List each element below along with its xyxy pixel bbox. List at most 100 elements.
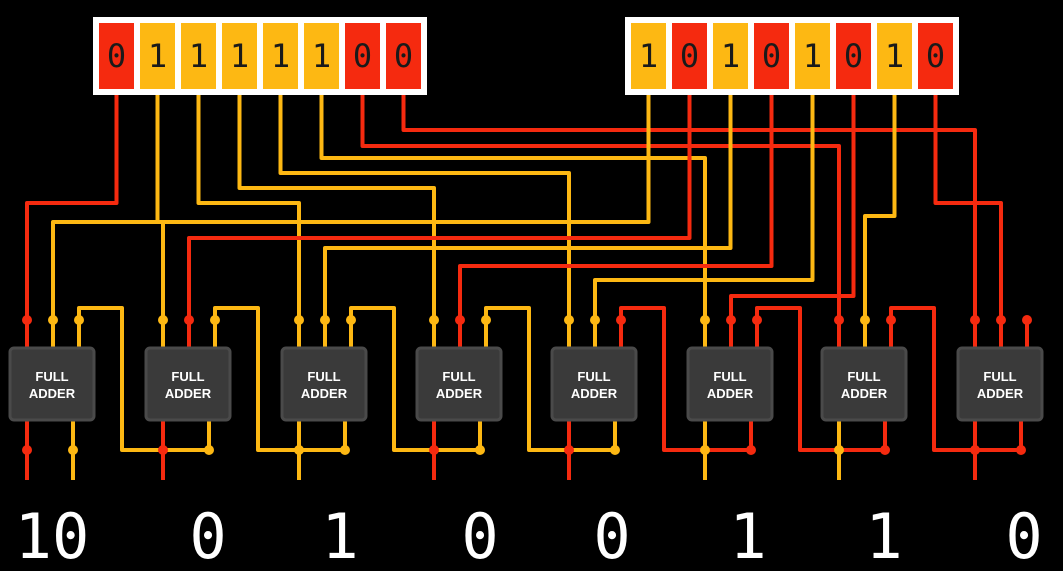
- operand-a-bit-label: 1: [189, 37, 208, 75]
- operand-a-wire: [196, 92, 301, 320]
- sum-output-label: 0: [593, 500, 630, 571]
- full-adder-chain: FULL ADDER FULL ADDER FULL ADDER FULL ADDER FULL…: [8, 346, 1044, 422]
- sum-output-label: 0: [1005, 500, 1042, 571]
- adder-input-dot: [48, 315, 58, 325]
- adder-input-dot: [210, 315, 220, 325]
- adder-input-dot: [74, 315, 84, 325]
- carry-output-dot: [746, 445, 756, 455]
- adder-label-line2: ADDER: [977, 386, 1024, 401]
- operand-a-bit-cell: [140, 23, 175, 89]
- sum-output-label: 1: [729, 500, 766, 571]
- operand-b-bit-cell: [795, 23, 830, 89]
- operand-b-bit-cell: [877, 23, 912, 89]
- full-adder-box: [956, 346, 1044, 422]
- adder-label-line1: FULL: [847, 369, 880, 384]
- wires: [22, 92, 1032, 480]
- operand-a-bit-cell: [345, 23, 380, 89]
- operand-a-bit-label: 1: [271, 37, 290, 75]
- operand-a-bit-cell: [386, 23, 421, 89]
- sum-output-dot: [22, 445, 32, 455]
- full-adder-box: [8, 346, 96, 422]
- operand-a-bit-label: 0: [107, 37, 126, 75]
- sum-output-dot: [970, 445, 980, 455]
- adder-label-line2: ADDER: [707, 386, 754, 401]
- operand-a-bit-cell: [222, 23, 257, 89]
- full-adder-box: [415, 346, 503, 422]
- adder-input-dot: [726, 315, 736, 325]
- full-adder-box: [144, 346, 232, 422]
- sum-output-label: 0: [461, 500, 498, 571]
- sum-output-dot: [294, 445, 304, 455]
- operand-a-bit-label: 1: [148, 37, 167, 75]
- carry-output-dot: [340, 445, 350, 455]
- adder-input-dot: [346, 315, 356, 325]
- carry-output-dot: [475, 445, 485, 455]
- sum-output-label: 10: [15, 500, 90, 571]
- operand-a-bit-label: 0: [353, 37, 372, 75]
- operand-b-bit-label: 0: [844, 37, 863, 75]
- adder-input-dot: [184, 315, 194, 325]
- carry-output-dot: [68, 445, 78, 455]
- adder-input-dot: [590, 315, 600, 325]
- operand-b-wire: [51, 92, 651, 320]
- sum-output-dot: [564, 445, 574, 455]
- operand-b-wire: [863, 92, 897, 320]
- operand-a-wire: [319, 92, 707, 320]
- full-adder-box: [820, 346, 908, 422]
- sum-output-dot: [700, 445, 710, 455]
- operand-a-bit-cell: [304, 23, 339, 89]
- adder-label-line1: FULL: [713, 369, 746, 384]
- adder-label-line2: ADDER: [571, 386, 618, 401]
- operand-a-bit-label: 1: [230, 37, 249, 75]
- adder-input-dot: [564, 315, 574, 325]
- adder-input-dot: [294, 315, 304, 325]
- adder-input-dot: [481, 315, 491, 325]
- operand-a-bit-cell: [181, 23, 216, 89]
- carry-output-dot: [204, 445, 214, 455]
- adder-input-dot: [860, 315, 870, 325]
- adder-input-dot: [455, 315, 465, 325]
- adder-input-dot: [429, 315, 439, 325]
- sum-output-dot: [834, 445, 844, 455]
- adder-label-line1: FULL: [307, 369, 340, 384]
- adder-input-dot: [752, 315, 762, 325]
- sum-output-label: 0: [189, 500, 226, 571]
- operand-b-bit-cell: [754, 23, 789, 89]
- adder-label-line2: ADDER: [165, 386, 212, 401]
- adder-label-line1: FULL: [171, 369, 204, 384]
- operand-a-wire: [360, 92, 841, 320]
- adder-input-dot: [996, 315, 1006, 325]
- operand-a-bit-cell: [263, 23, 298, 89]
- adder-input-dot: [158, 315, 168, 325]
- adder-input-dot: [970, 315, 980, 325]
- operand-b-bit-label: 0: [926, 37, 945, 75]
- adder-label-line2: ADDER: [436, 386, 483, 401]
- operand-a-bit-label: 1: [312, 37, 331, 75]
- operand-b-bit-label: 1: [639, 37, 658, 75]
- adder-input-dot: [320, 315, 330, 325]
- operand-b-wire: [729, 92, 856, 320]
- sum-output-label: 1: [865, 500, 902, 571]
- full-adder-box: [550, 346, 638, 422]
- adder-input-dot: [834, 315, 844, 325]
- operand-a-bit-cell: [99, 23, 134, 89]
- operand-b-bit-cell: [631, 23, 666, 89]
- adder-input-dot: [886, 315, 896, 325]
- full-adder-box: [280, 346, 368, 422]
- operand-b-bit-label: 1: [721, 37, 740, 75]
- adder-input-dot: [616, 315, 626, 325]
- operand-a-wire: [237, 92, 436, 320]
- sum-output-dot: [158, 445, 168, 455]
- carry-output-dot: [880, 445, 890, 455]
- operand-a-bit-label: 0: [394, 37, 413, 75]
- operand-b-wire: [323, 92, 733, 320]
- adder-input-dot: [700, 315, 710, 325]
- operand-b-wire: [187, 92, 692, 320]
- adder-label-line1: FULL: [577, 369, 610, 384]
- operand-b-wire: [593, 92, 815, 320]
- operand-b-bit-cell: [672, 23, 707, 89]
- operand-b-wire: [933, 92, 1003, 320]
